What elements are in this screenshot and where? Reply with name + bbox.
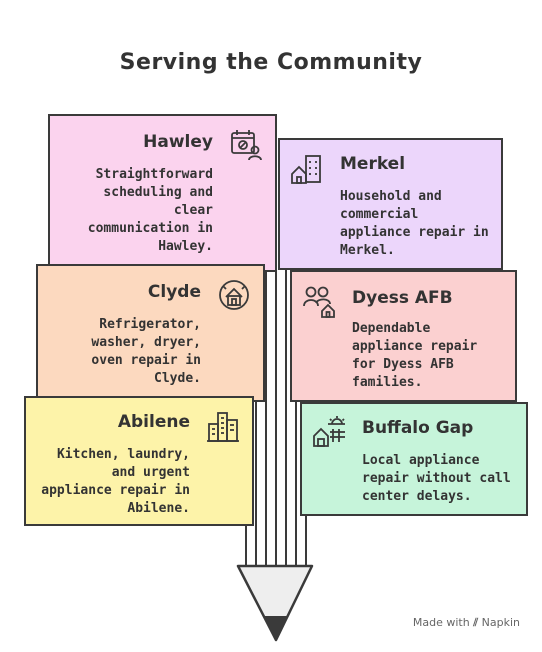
calendar-person-icon <box>229 128 263 162</box>
page-title: Serving the Community <box>119 50 423 75</box>
napkin-logo-icon: ⫽ <box>473 616 479 629</box>
farm-sun-icon <box>312 414 346 448</box>
people-house-icon <box>302 284 336 318</box>
card-title: Buffalo Gap <box>362 418 474 438</box>
card-title: Abilene <box>117 412 190 432</box>
card-title: Hawley <box>143 132 213 152</box>
card-description: Kitchen, laundry, and urgent appliance r… <box>41 447 190 516</box>
napkin-watermark: Made with ⫽ Napkin <box>412 616 520 629</box>
card-description: Household and commercial appliance repai… <box>340 189 489 258</box>
card-title: Merkel <box>340 154 406 174</box>
city-skyline-icon <box>206 410 240 444</box>
card-clyde: Clyde Refrigerator, washer, dryer, oven … <box>36 264 265 402</box>
card-buffalo-gap: Buffalo Gap Local appliance repair witho… <box>300 402 528 516</box>
card-description: Dependable appliance repair for Dyess AF… <box>352 321 478 390</box>
card-title: Dyess AFB <box>352 288 453 308</box>
card-title: Clyde <box>147 282 201 302</box>
card-dyess: Dyess AFB Dependable appliance repair fo… <box>290 270 517 402</box>
card-description: Straightforward scheduling and clear com… <box>87 167 213 254</box>
card-description: Refrigerator, washer, dryer, oven repair… <box>91 317 201 386</box>
card-merkel: Merkel Household and commercial applianc… <box>278 138 503 270</box>
buildings-house-icon <box>290 152 324 186</box>
community-house-icon <box>217 278 251 312</box>
card-abilene: Abilene Kitchen, laundry, and urgent app… <box>24 396 254 526</box>
card-description: Local appliance repair without call cent… <box>362 453 511 504</box>
card-hawley: Hawley Straightforward scheduling and cl… <box>48 114 277 272</box>
